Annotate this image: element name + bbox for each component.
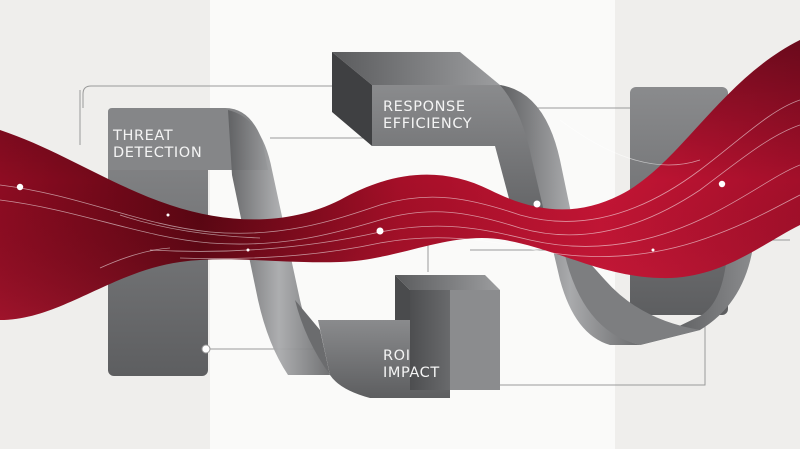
roi-impact-label: ROI IMPACT	[383, 348, 440, 382]
threat-detection-label: THREAT DETECTION	[113, 128, 202, 162]
response-efficiency-label: RESPONSE EFFICIENCY	[383, 99, 472, 133]
roi-impact-line1: ROI	[383, 348, 411, 364]
connector-node	[201, 344, 211, 354]
red-wave-ribbon	[0, 40, 800, 354]
threat-detection-line1: THREAT	[113, 128, 174, 144]
response-efficiency-line1: RESPONSE	[383, 99, 466, 115]
response-efficiency-line2: EFFICIENCY	[383, 116, 473, 132]
threat-detection-line2: DETECTION	[113, 145, 203, 161]
ribbon-nodes	[16, 180, 726, 252]
roi-impact-block	[295, 275, 500, 398]
roi-impact-line2: IMPACT	[383, 365, 440, 381]
